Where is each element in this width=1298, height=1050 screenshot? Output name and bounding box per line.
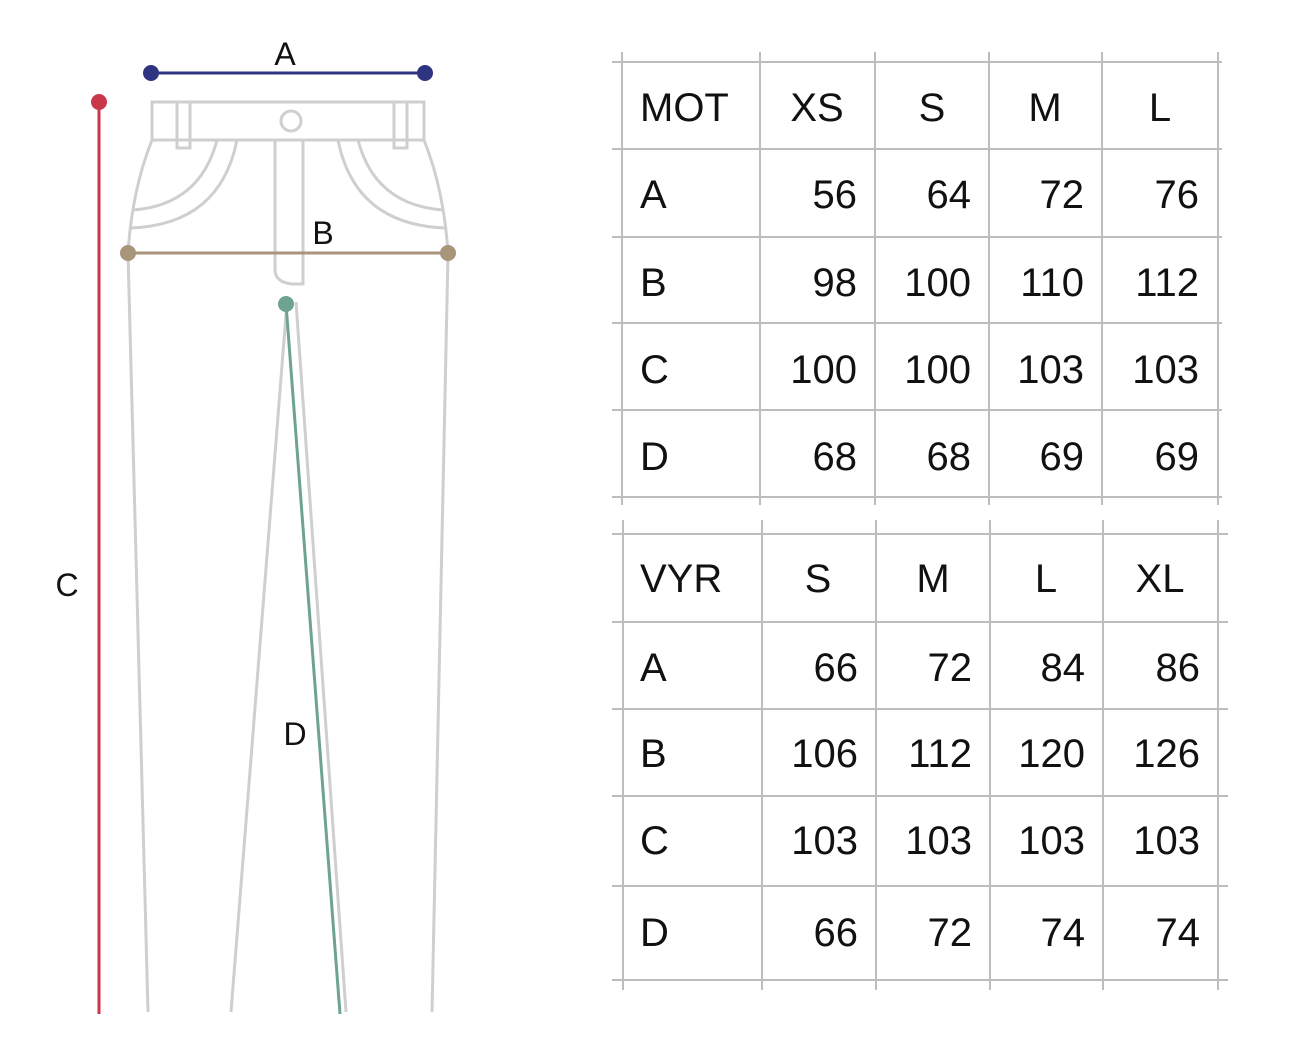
table-cell: 103 xyxy=(1017,348,1084,392)
outer-leg-right xyxy=(422,139,450,1013)
inner-leg-right xyxy=(294,301,348,1013)
table-mot-grid xyxy=(612,52,1222,505)
table-cell: 69 xyxy=(1040,435,1085,479)
pants-diagram xyxy=(126,100,450,1013)
table-cell: 98 xyxy=(813,261,858,305)
table-row-label: A xyxy=(640,173,667,217)
table-cell: 103 xyxy=(791,819,858,863)
table-header-cell: VYR xyxy=(640,557,722,601)
table-header-cell: L xyxy=(1035,557,1057,601)
table-row-label: A xyxy=(640,646,667,690)
table-cell: 72 xyxy=(928,646,973,690)
measure-dot-a-right xyxy=(417,65,433,81)
table-cell: 103 xyxy=(1018,819,1085,863)
table-cell: 84 xyxy=(1041,646,1086,690)
measure-dot-b-right xyxy=(440,245,456,261)
table-cell: 100 xyxy=(790,348,857,392)
waistband xyxy=(150,100,426,142)
table-mot: MOT XS S M L A 56 64 72 76 B 98 100 110 … xyxy=(640,86,1199,479)
table-cell: 112 xyxy=(1135,261,1199,305)
table-row-label: D xyxy=(640,435,669,479)
table-cell: 100 xyxy=(904,261,971,305)
table-cell: 120 xyxy=(1018,732,1085,776)
table-cell: 103 xyxy=(1133,819,1200,863)
label-b: B xyxy=(312,215,333,251)
label-c: C xyxy=(55,567,78,603)
table-cell: 74 xyxy=(1156,911,1201,955)
measure-dot-a-left xyxy=(143,65,159,81)
button-icon xyxy=(279,109,303,133)
table-row-label: B xyxy=(640,732,667,776)
measure-line-d xyxy=(284,303,342,1015)
table-header-cell: M xyxy=(1028,86,1061,130)
pocket-right-outer xyxy=(336,139,447,230)
table-cell: 72 xyxy=(1040,173,1085,217)
table-vyr: VYR S M L XL A 66 72 84 86 B 106 112 120… xyxy=(640,557,1200,955)
table-cell: 112 xyxy=(908,732,972,776)
table-vyr-grid xyxy=(612,520,1228,990)
table-header-cell: S xyxy=(805,557,832,601)
belt-loop-left xyxy=(175,100,192,150)
table-cell: 72 xyxy=(928,911,973,955)
outer-leg-left xyxy=(126,139,154,1013)
table-cell: 100 xyxy=(904,348,971,392)
table-row-label: C xyxy=(640,819,669,863)
measure-dot-c xyxy=(91,94,107,110)
table-cell: 66 xyxy=(814,911,859,955)
pocket-left-outer xyxy=(129,139,239,230)
table-cell: 76 xyxy=(1155,173,1200,217)
table-header-cell: L xyxy=(1149,86,1171,130)
fly xyxy=(273,140,305,286)
table-row-label: B xyxy=(640,261,667,305)
table-cell: 66 xyxy=(814,646,859,690)
table-header-cell: MOT xyxy=(640,86,729,130)
table-header-cell: M xyxy=(916,557,949,601)
table-header-cell: S xyxy=(919,86,946,130)
table-cell: 103 xyxy=(905,819,972,863)
table-cell: 74 xyxy=(1041,911,1086,955)
belt-loop-right xyxy=(392,100,409,150)
table-cell: 69 xyxy=(1155,435,1200,479)
label-a: A xyxy=(274,36,296,72)
table-cell: 68 xyxy=(927,435,972,479)
table-row-label: C xyxy=(640,348,669,392)
table-header-cell: XL xyxy=(1136,557,1185,601)
table-cell: 68 xyxy=(813,435,858,479)
measure-dot-d xyxy=(278,296,294,312)
pocket-right-inner xyxy=(356,139,444,212)
table-cell: 110 xyxy=(1020,261,1084,305)
table-cell: 64 xyxy=(927,173,972,217)
table-cell: 56 xyxy=(813,173,858,217)
table-cell: 86 xyxy=(1156,646,1201,690)
pocket-left-inner xyxy=(132,139,219,212)
table-cell: 126 xyxy=(1133,732,1200,776)
table-cell: 106 xyxy=(791,732,858,776)
label-d: D xyxy=(283,716,306,752)
table-row-label: D xyxy=(640,911,669,955)
table-cell: 103 xyxy=(1132,348,1199,392)
table-header-cell: XS xyxy=(790,86,843,130)
inner-leg-left xyxy=(229,301,289,1013)
measure-dot-b-left xyxy=(120,245,136,261)
